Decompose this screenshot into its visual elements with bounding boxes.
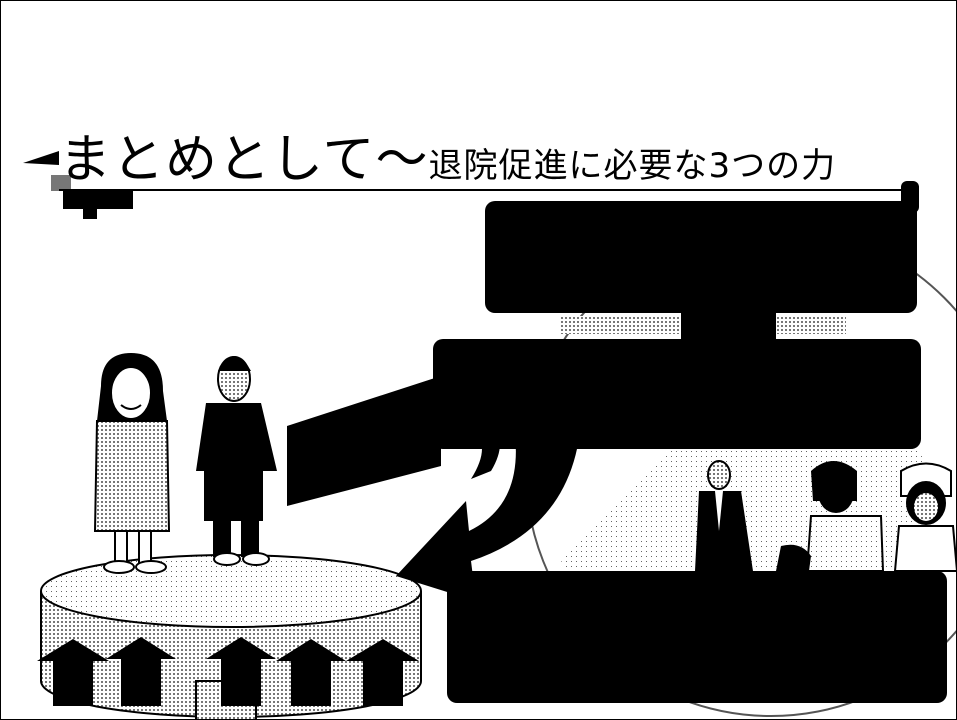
suited-man-icon xyxy=(695,460,753,571)
slide-bullet-icon xyxy=(23,151,133,219)
nurse-icon xyxy=(893,462,956,572)
pointer-wedge xyxy=(287,376,441,506)
redacted-box-middle xyxy=(433,339,921,449)
woman-figure-icon xyxy=(93,353,171,574)
redacted-box-top-cap xyxy=(901,181,919,213)
up-arrow-icon xyxy=(37,637,419,706)
slide-title: まとめとして～退院促進に必要な3つの力 xyxy=(59,117,837,190)
title-underline xyxy=(59,189,909,191)
redacted-box-top xyxy=(485,201,917,313)
redacted-box-bottom xyxy=(447,571,947,703)
title-sub: 退院促進に必要な3つの力 xyxy=(428,146,837,186)
redacted-box-middle-tab xyxy=(681,301,776,346)
halftone-strip-right xyxy=(776,316,846,334)
title-main: まとめとして～ xyxy=(59,130,429,190)
halftone-strip-left xyxy=(561,316,681,334)
man-figure-icon xyxy=(196,356,277,566)
